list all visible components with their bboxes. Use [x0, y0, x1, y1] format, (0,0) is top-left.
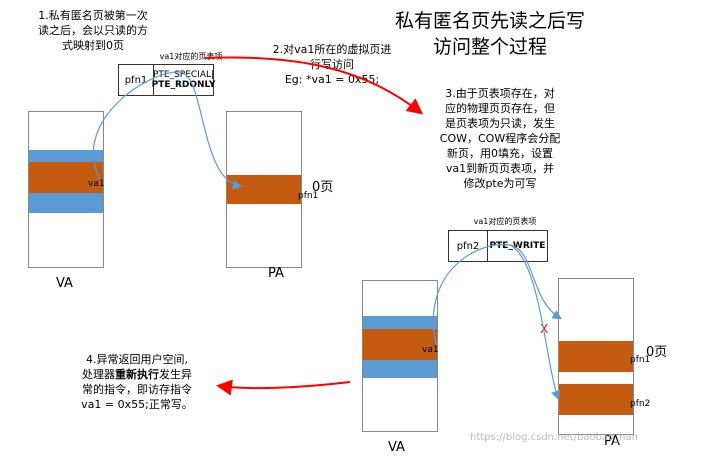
watermark-text: https://blog.csdn.net/baobao_han — [470, 432, 638, 443]
va-page-right — [362, 280, 438, 432]
pte1-caption: va1对应的页表项 — [159, 52, 223, 61]
pte2-flag-write: PTE_WRITE — [489, 241, 546, 251]
step3-text: 3.由于页表项存在，对 应的物理页页存在，但 是页表项为只读，发生 COW，CO… — [430, 86, 570, 191]
arrow-va1-to-zero-page-left — [92, 71, 243, 190]
va-right-blue-band-top — [363, 316, 437, 329]
step4-line-3: 常的指令，即访存指令 — [82, 383, 192, 396]
va-page-left — [28, 111, 104, 268]
va-right-va1-band — [363, 329, 437, 360]
step4-line-4: va1 = 0x55;正常写。 — [81, 398, 193, 411]
va-caption-left: VA — [56, 276, 73, 291]
va-left-va1-band — [29, 162, 103, 193]
step4-bold-text: 重新执行 — [115, 368, 159, 381]
step3-line-4: COW，COW程序会分配 — [439, 132, 561, 145]
step1-line-1: 1.私有匿名页被第一次 — [38, 9, 148, 22]
red-arrow-return-to-user — [216, 379, 351, 396]
step4-line-2: 处理器重新执行发生异 — [82, 368, 192, 381]
pte1-flag-special: PTE_SPECIAL| — [152, 70, 215, 80]
pte1-divider — [153, 65, 154, 95]
va1-label-left: va1 — [88, 179, 105, 189]
arrow-pte2-to-new-page — [509, 244, 561, 401]
red-arrow-step2-to-step3 — [204, 56, 424, 115]
va-right-blue-band-bottom — [363, 360, 437, 378]
pfn1-label-right: pfn1 — [630, 355, 651, 365]
pte2-box: pfn2 PTE_WRITE — [448, 230, 548, 262]
step4-line-1: 4.异常返回用户空间, — [86, 353, 188, 366]
pte1-box: pfn1 PTE_SPECIAL| PTE_RDONLY — [118, 64, 216, 96]
pa-caption-right: PA — [604, 434, 620, 449]
pa-right-zero-page-band — [559, 341, 633, 372]
va-caption-right: VA — [388, 440, 405, 455]
zero-page-label-right: 0页 — [646, 345, 668, 360]
pte1-pfn: pfn1 — [124, 74, 148, 86]
title-line-1: 私有匿名页先读之后写 — [394, 10, 585, 32]
step1-line-3: 式映射到0页 — [62, 39, 124, 52]
va1-label-right: va1 — [422, 345, 439, 355]
pte1-flags: PTE_SPECIAL| PTE_RDONLY — [151, 65, 216, 95]
step3-line-1: 3.由于页表项存在，对 — [445, 87, 555, 100]
pfn1-label-left: pfn1 — [298, 191, 319, 201]
step2-line-1: 2.对va1所在的虚拟页进 — [272, 43, 392, 56]
va-left-blue-band-top — [29, 150, 103, 162]
step1-line-2: 读之后，会以只读的方 — [38, 24, 148, 37]
pa-page-right — [558, 278, 634, 435]
pa-caption-left: PA — [268, 266, 284, 281]
step2-line-2: 行写访问 — [310, 58, 354, 71]
step3-line-7: 修改pte为可写 — [463, 177, 537, 190]
arrow-va1-to-pfn1-crossed — [432, 243, 563, 346]
step3-line-6: va1到新页页表项，并 — [445, 162, 555, 175]
pte1-flag-rdonly: PTE_RDONLY — [151, 80, 216, 90]
pfn2-label-right: pfn2 — [630, 399, 651, 409]
va-left-blue-band-bottom — [29, 193, 103, 213]
step4-text: 4.异常返回用户空间, 处理器重新执行发生异 常的指令，即访存指令 va1 = … — [62, 352, 212, 412]
invalid-mapping-x-mark: X — [540, 322, 549, 336]
step3-line-2: 应的物理页页存在，但 — [445, 102, 555, 115]
pte2-caption: va1对应的页表项 — [473, 217, 537, 226]
step3-line-3: 是页表项为只读，发生 — [445, 117, 555, 130]
step3-line-5: 新页，用0填充，设置 — [447, 147, 553, 160]
pte2-divider — [487, 231, 488, 261]
diagram-title: 私有匿名页先读之后写 访问整个过程 — [340, 8, 640, 60]
step1-text: 1.私有匿名页被第一次 读之后，会以只读的方 式映射到0页 — [28, 8, 158, 53]
zero-page-label-left: 0页 — [312, 180, 334, 195]
title-line-2: 访问整个过程 — [432, 36, 547, 58]
pa-right-new-page-band — [559, 384, 633, 415]
pte2-pfn: pfn2 — [456, 240, 480, 252]
